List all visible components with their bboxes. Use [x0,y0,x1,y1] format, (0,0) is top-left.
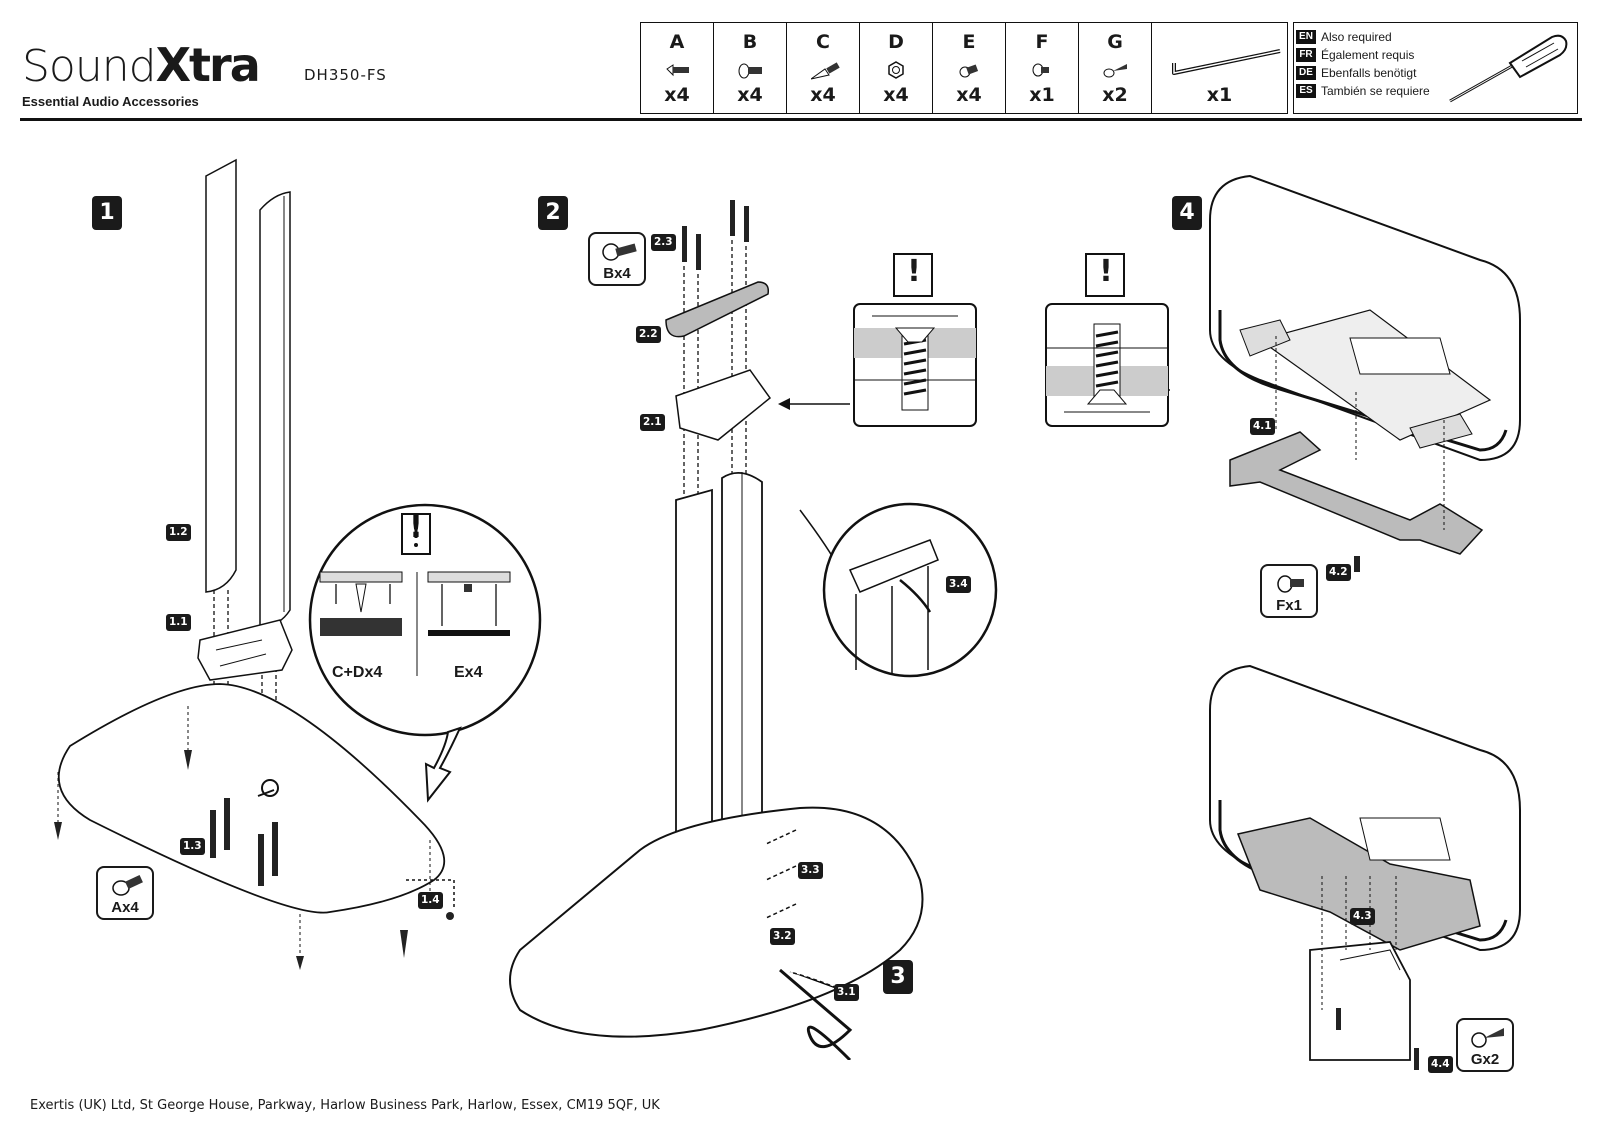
callout-fx1: Fx1 [1260,564,1318,618]
short-screw-icon [1032,63,1049,77]
callout-gx2: Gx2 [1456,1018,1514,1072]
step-1-number: 1 [92,196,122,230]
part-qty: x4 [664,84,690,106]
model-number: DH350-FS [304,66,387,84]
substep-1-2: 1.2 [166,524,191,541]
substep-4-1: 4.1 [1250,418,1275,435]
substep-4-3: 4.3 [1350,908,1375,925]
part-e: E x4 [933,23,1006,113]
brand-xtra: Xtra [155,38,261,92]
lang-row-de: DE Ebenfalls benötigt [1296,65,1416,81]
company-address: Exertis (UK) Ltd, St George House, Parkw… [30,1098,660,1113]
part-d: D x4 [860,23,933,113]
substep-4-2: 4.2 [1326,564,1351,581]
part-letter: E [962,31,976,53]
part-letter: B [742,31,758,53]
lang-row-es: ES También se requiere [1296,83,1430,99]
wood-screw-icon [1103,64,1127,78]
callout-ax4-label: Ax4 [111,899,139,916]
countersunk-bolt-icon [666,64,689,77]
substep-2-1: 2.1 [640,414,665,431]
callout-bx4-label: Bx4 [603,265,631,282]
step-4-warning-detail [1045,253,1170,427]
step-2-number: 2 [538,196,568,230]
step-2-warning-detail [853,253,977,427]
callout-ax4: Ax4 [96,866,154,920]
callout-fx1-label: Fx1 [1276,597,1302,614]
step-1-detail-circle [308,503,542,803]
wood-screw-icon [1471,1028,1504,1048]
part-qty: x4 [810,84,836,106]
substep-3-3: 3.3 [798,862,823,879]
lang-row-fr: FR Également requis [1296,47,1414,63]
option-spikes-label: C+Dx4 [332,664,383,681]
part-qty: x2 [1102,84,1128,106]
pan-head-bolt-icon [738,63,762,79]
part-b: B x4 [714,23,787,113]
lang-row-en: EN Also required [1296,29,1392,45]
substep-3-1: 3.1 [834,984,859,1001]
lang-code: FR [1296,48,1316,62]
substep-3-2: 3.2 [770,928,795,945]
lang-text: Également requis [1321,48,1415,62]
warning-mark-step-4: ! [1099,254,1113,289]
part-letter: G [1107,31,1123,53]
foot-pad-screw-icon [959,64,979,78]
substep-1-3: 1.3 [180,838,205,855]
part-letter: C [816,31,830,53]
spike-icon [811,62,840,80]
lang-code: ES [1296,84,1316,98]
substep-2-3: 2.3 [651,234,676,251]
nut-icon [888,61,904,79]
step-4-speaker-top [1209,174,1521,572]
part-letter: A [669,31,685,53]
option-feet-label: Ex4 [454,664,483,681]
step-1-illustration [54,158,455,970]
step-4-number: 4 [1172,196,1202,230]
lang-code: DE [1296,66,1316,80]
step-4-speaker-bottom [1209,664,1521,1070]
brand-logo: SoundXtra [22,38,261,92]
part-qty: x4 [737,84,763,106]
part-g: G x2 [1079,23,1152,113]
substep-1-4: 1.4 [418,892,443,909]
parts-list: A x4 B x4 C x4 D x4 E x4 F x1 G x2 x1 [640,22,1288,114]
part-qty: x1 [1029,84,1055,106]
part-qty: x1 [1206,84,1233,106]
header-divider [20,118,1582,121]
callout-bx4: Bx4 [588,232,646,286]
allen-key-icon [1172,49,1281,75]
lang-text: Also required [1321,30,1392,44]
part-allen-key: x1 [1152,23,1287,113]
substep-3-4: 3.4 [946,576,971,593]
callout-gx2-label: Gx2 [1470,1051,1500,1068]
step-3-number: 3 [883,960,913,994]
part-letter: D [888,31,904,53]
also-required-box: EN Also required FR Également requis DE Ebe… [1293,22,1578,114]
part-qty: x4 [956,84,982,106]
substep-2-2: 2.2 [636,326,661,343]
screwdriver-icon [1449,34,1568,103]
lang-text: Ebenfalls benötigt [1321,66,1417,80]
part-letter: F [1035,31,1049,53]
bolt-icon [602,243,637,261]
part-c: C x4 [787,23,860,113]
lang-text: También se requiere [1321,84,1430,98]
step-3-4-detail-circle [822,502,998,678]
warning-mark-step-2: ! [907,254,921,289]
bolt-icon [112,874,143,896]
warning-mark-step-1: ! [409,510,423,545]
substep-4-4: 4.4 [1428,1056,1453,1073]
part-qty: x4 [883,84,909,106]
part-f: F x1 [1006,23,1079,113]
brand-sound: Sound [22,41,157,92]
part-a: A x4 [641,23,714,113]
brand-tagline: Essential Audio Accessories [22,94,199,109]
substep-1-1: 1.1 [166,614,191,631]
screw-icon [1277,575,1304,593]
lang-code: EN [1296,30,1316,44]
